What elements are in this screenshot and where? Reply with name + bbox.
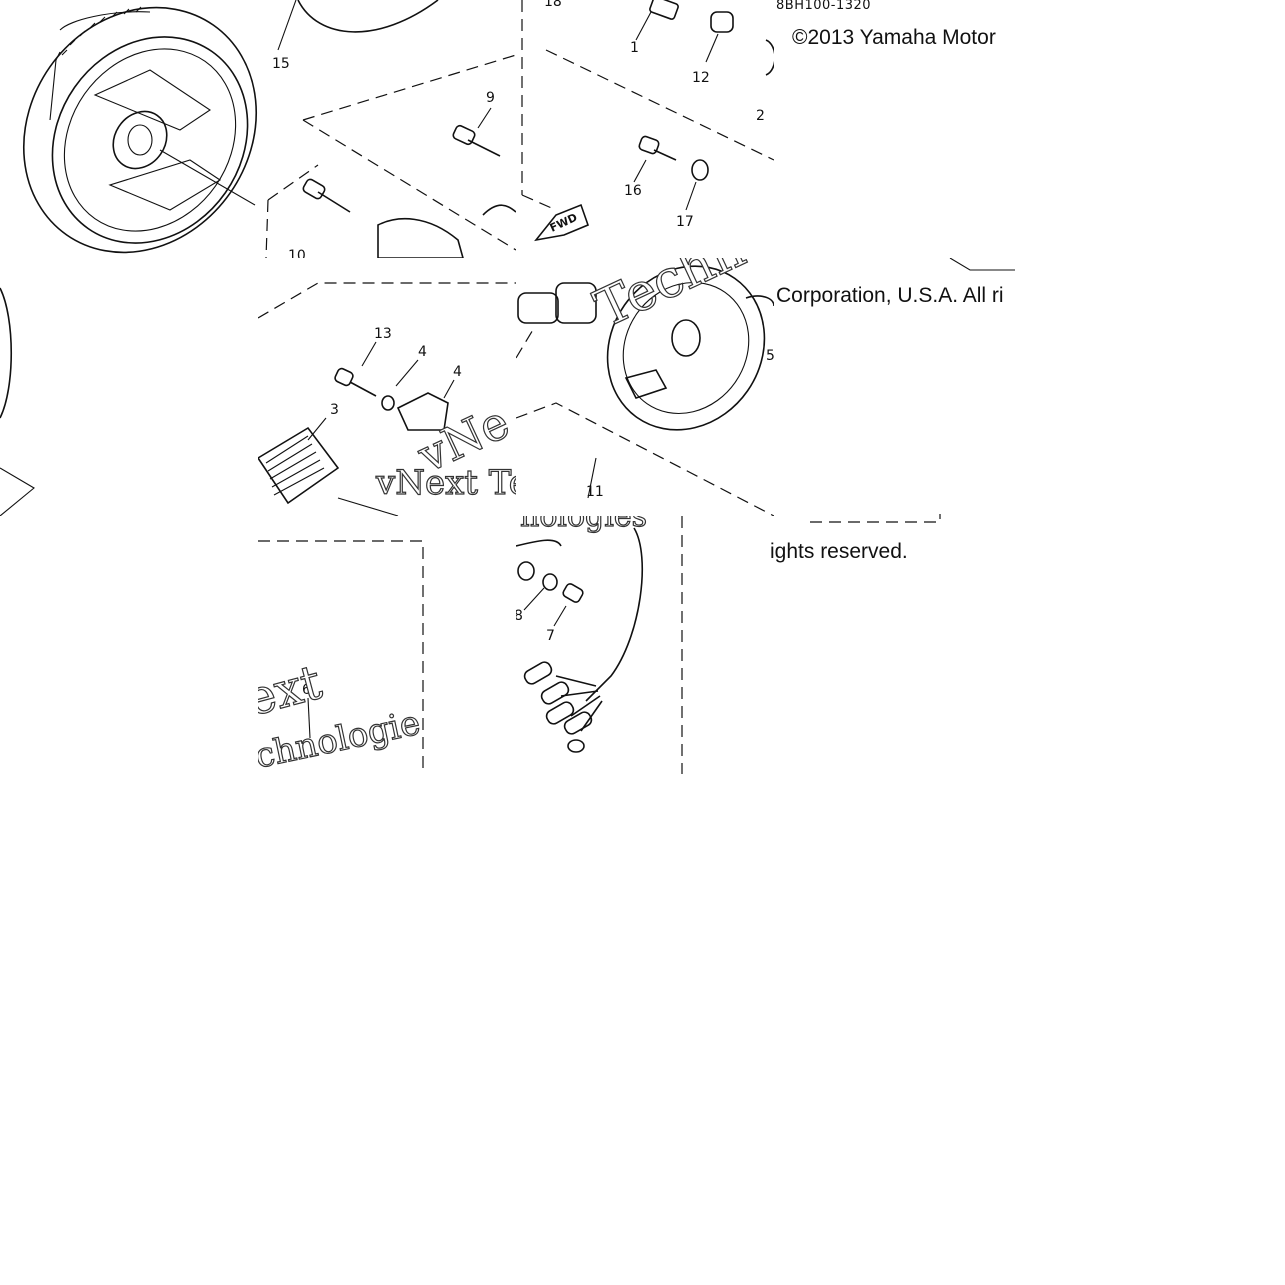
diagram-tile-coil: 13 4 4 3 vNext Te vNe — [258, 258, 516, 516]
diagram-tile-left-arc — [0, 258, 258, 516]
copyright-line-2: Corporation, U.S.A. All ri — [776, 284, 1004, 307]
right-frame — [810, 514, 941, 523]
callout-7: 7 — [546, 628, 555, 644]
callout-3: 3 — [330, 402, 339, 418]
diagram-tile-bolts-upper: 15 9 10 — [258, 0, 516, 258]
fwd-arrow-icon: FWD — [534, 203, 590, 242]
callout-4b: 4 — [453, 364, 462, 380]
leads-drawing: nologies 8 7 — [516, 516, 683, 774]
callout-11: 11 — [586, 484, 604, 500]
edge-stub — [949, 258, 1015, 271]
flywheel-drawing — [22, 6, 258, 254]
callout-13: 13 — [374, 326, 392, 342]
watermark-4: nologies — [520, 516, 647, 534]
diagram-tile-leads: nologies 8 7 — [516, 516, 774, 774]
diagram-tile-flywheel — [0, 0, 258, 258]
watermark-2: vNe — [409, 395, 516, 484]
callout-10: 10 — [288, 248, 306, 258]
copyright-line-1: ©2013 Yamaha Motor — [792, 26, 996, 49]
screws-right-drawing: 18 1 12 2 16 17 FWD — [521, 0, 774, 242]
coil-drawing: 13 4 4 3 vNext Te vNe — [258, 282, 516, 516]
callout-2: 2 — [756, 108, 765, 124]
callout-15: 15 — [272, 56, 290, 72]
callout-16: 16 — [624, 183, 642, 199]
callout-8: 8 — [516, 608, 523, 624]
watermark-3: Techno — [586, 258, 774, 340]
diagram-tile-stator: 11 5 Techno — [516, 258, 774, 516]
bolts-upper-drawing: 15 9 10 — [265, 0, 516, 258]
callout-5: 5 — [766, 348, 774, 364]
callout-18: 18 — [544, 0, 562, 10]
callout-4a: 4 — [418, 344, 427, 360]
callout-1: 1 — [630, 40, 639, 56]
watermark-5: ext — [258, 654, 327, 727]
callout-9: 9 — [486, 90, 495, 106]
callout-17: 17 — [676, 214, 694, 230]
copyright-line-3: ights reserved. — [770, 540, 908, 563]
stator-drawing: 11 5 Techno — [516, 258, 774, 516]
diagram-tile-screws-right: 18 1 12 2 16 17 FWD — [516, 0, 774, 258]
part-code: 8BH100-1320 — [776, 0, 872, 13]
watermark-1: vNext Te — [375, 463, 516, 503]
left-arc-drawing — [0, 287, 35, 516]
callout-6a: 6 — [302, 682, 311, 698]
diagram-tile-lower-box: 6 ext chnologie — [258, 516, 516, 774]
lower-box-drawing: 6 ext chnologie — [258, 540, 424, 774]
callout-12: 12 — [692, 70, 710, 86]
